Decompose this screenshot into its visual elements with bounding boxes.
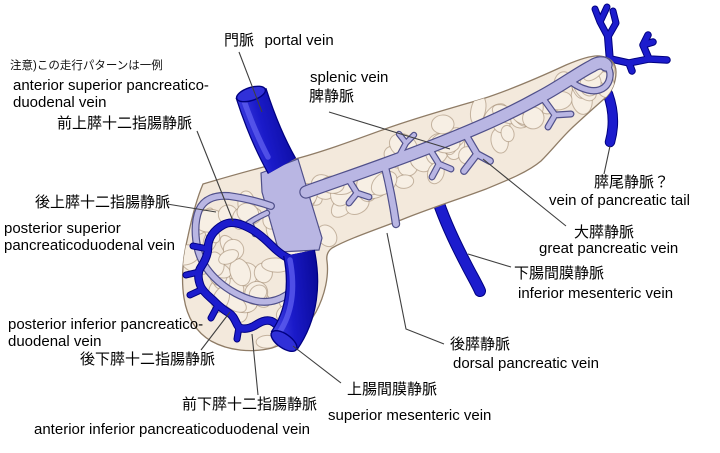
splenic-vein-vessel [300,57,612,198]
label-portal-vein-en: portal vein [264,32,334,49]
label-portal-vein-ja: 門脈 [224,32,255,49]
label-anterior-superior-pdv-en: anterior superior pancreatico- duodenal … [13,77,209,111]
label-anterior-inferior-pdv-ja: 前下膵十二指腸静脈 [182,396,318,413]
superior-mesenteric-vein-vessel [271,249,317,350]
label-splenic-vein-ja: 脾静脈 [309,88,355,105]
label-superior-mesenteric-vein-en: superior mesenteric vein [328,407,492,424]
label-great-pancreatic-vein-en: great pancreatic vein [539,240,679,257]
label-vein-of-pancreatic-tail-en: vein of pancreatic tail [549,192,690,209]
label-inferior-mesenteric-vein-en: inferior mesenteric vein [518,285,674,302]
splenic-branch [397,132,416,158]
tube-highlights [240,95,296,336]
portal-vein-retropancreatic-band [260,158,323,253]
smv-cut-face [270,329,298,353]
note-label: 注意)この走行パターンは一例 [10,60,163,72]
leader-lines [166,51,611,396]
splenic-branch [539,94,574,130]
label-inferior-mesenteric-vein-ja: 下腸間膜静脈 [514,265,605,282]
anterior-arcade-vessel [195,219,295,334]
great-pancreatic-vein-vessel [461,134,493,174]
label-posterior-superior-pdv-ja: 後上膵十二指腸静脈 [35,194,171,211]
label-anterior-inferior-pdv-en: anterior inferior pancreaticoduodenal ve… [34,421,311,438]
label-posterior-superior-pdv-en: posterior superior pancreaticoduodenal v… [4,220,175,254]
splenic-vein-tail-loop [567,62,613,94]
label-vein-of-pancreatic-tail-ja: 膵尾静脈？ [594,174,670,191]
splenic-branch [426,145,454,180]
retro-pancreatic-veins [430,3,671,297]
label-dorsal-pancreatic-vein-ja: 後膵静脈 [450,336,511,353]
anterior-veins [182,218,296,343]
duodenal-stub [183,243,242,342]
label-dorsal-pancreatic-vein-en: dorsal pancreatic vein [453,355,599,372]
label-posterior-inferior-pdv-ja: 後下膵十二指腸静脈 [80,351,216,368]
vein-of-pancreatic-tail-vessel [603,89,618,147]
dorsal-pancreatic-vein-vessel [381,160,399,227]
portal-vein-cut-face [235,85,267,103]
label-anterior-superior-pdv-ja: 前上膵十二指腸静脈 [57,115,193,132]
inferior-mesenteric-vein-vessel [431,190,485,296]
splenic-branch [344,174,372,206]
label-great-pancreatic-vein-ja: 大膵静脈 [574,224,635,241]
label-posterior-inferior-pdv-en: posterior inferior pancreatico- duodenal… [8,316,204,350]
label-portal-vein: 門脈 portal vein [224,32,334,49]
label-splenic-vein-en: splenic vein [310,69,389,86]
pancreatic-tail-branches [608,32,670,74]
label-superior-mesenteric-vein-ja: 上腸間膜静脈 [347,381,438,398]
pancreatic-tail-branches [592,4,619,40]
